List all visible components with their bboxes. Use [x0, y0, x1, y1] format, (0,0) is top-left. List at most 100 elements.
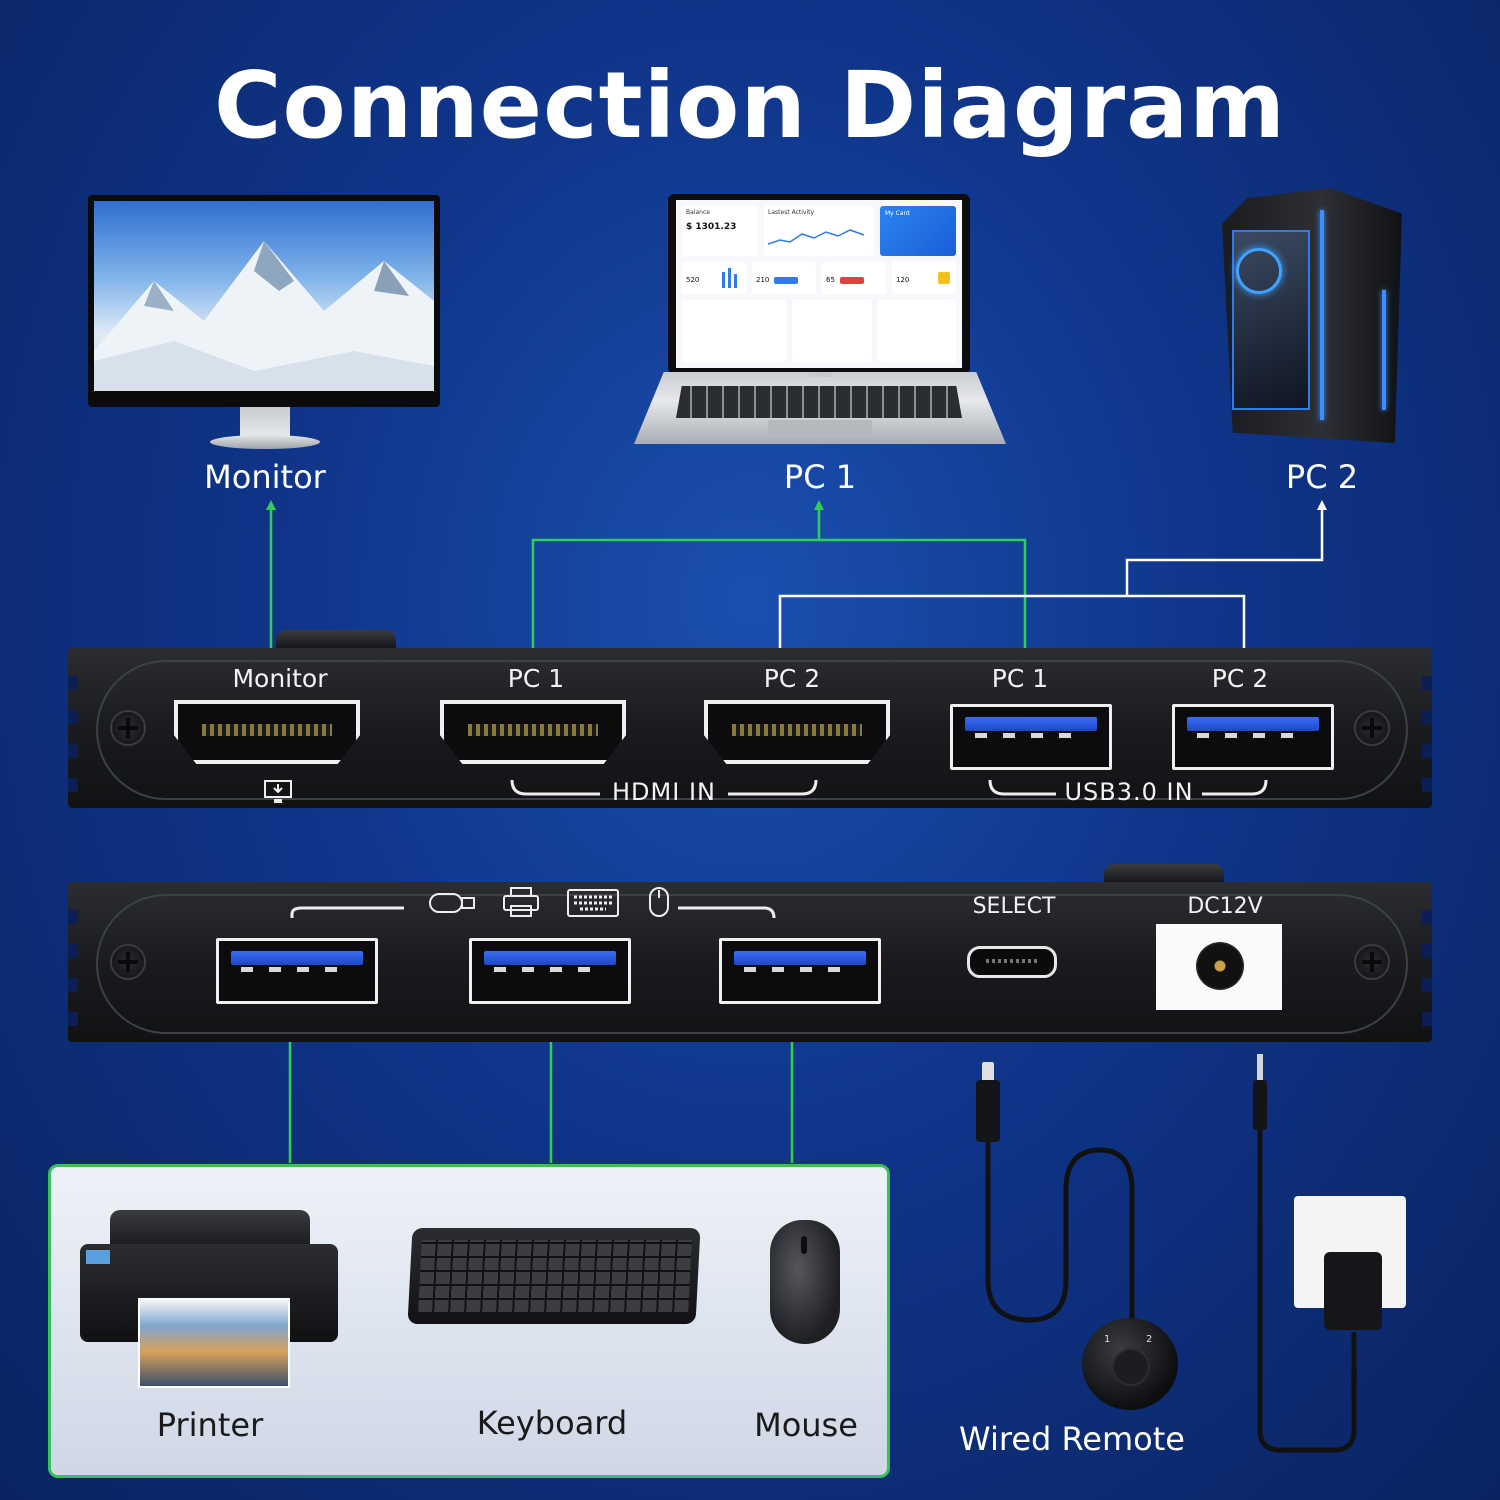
invoice-bar-icon — [722, 272, 725, 288]
top-panel-knob — [276, 630, 396, 648]
panel-fin — [1422, 1012, 1432, 1026]
invoice-unpaid-card: 65 — [822, 262, 886, 294]
invoice-total: 520 — [686, 276, 700, 284]
sent-icon — [938, 272, 950, 284]
panel-fin — [1422, 710, 1432, 724]
port-label-usb-pc1: PC 1 — [991, 664, 1049, 693]
my-card-label: My Card — [885, 210, 910, 217]
dc-power-jack[interactable] — [1156, 924, 1282, 1010]
mouse-icon — [649, 887, 669, 917]
panel-fin — [68, 1012, 78, 1026]
invoice-sent: 120 — [896, 276, 910, 284]
keyboard-icon — [567, 889, 619, 917]
monitor-screen — [88, 195, 440, 407]
my-card: My Card — [880, 206, 956, 256]
invoice-sent-card: 120 — [892, 262, 956, 294]
tower-led-strip — [1320, 210, 1324, 420]
usb-stick-icon — [429, 893, 475, 913]
earnings-card — [792, 300, 872, 362]
panel-fin — [68, 978, 78, 992]
screw-icon — [1354, 710, 1390, 746]
panel-fin — [68, 676, 78, 690]
invoice-paid: 210 — [756, 276, 770, 284]
usb-in-label: USB3.0 IN — [1064, 778, 1194, 806]
monitor-label: Monitor — [204, 458, 326, 496]
usb-port-printer[interactable] — [216, 938, 378, 1004]
hdmi-port-monitor[interactable] — [174, 700, 360, 764]
hdmi-in-bracket — [510, 779, 818, 796]
mouse-label: Mouse — [754, 1406, 858, 1444]
activity-sparkline — [768, 229, 865, 245]
monitor-output-icon — [264, 780, 292, 803]
activity-card: Lastest Activity — [764, 206, 874, 256]
panel-fin — [68, 710, 78, 724]
pc2-usb-line — [1127, 594, 1249, 661]
panel-fin — [1422, 778, 1432, 792]
page-title: Connection Diagram — [213, 52, 1287, 159]
monitor-neck — [240, 407, 290, 437]
printer-label: Printer — [156, 1406, 264, 1444]
laptop-trackpad — [768, 420, 872, 436]
port-label-usb-pc2: PC 2 — [1211, 664, 1269, 693]
mountain-image — [94, 241, 434, 391]
panel-fin — [68, 910, 78, 924]
pc1-label: PC 1 — [783, 458, 857, 496]
panel-fin — [1422, 676, 1432, 690]
activity-label: Lastest Activity — [768, 209, 815, 216]
hdmi-in-label: HDMI IN — [612, 778, 716, 806]
transactions-card — [682, 300, 786, 362]
input-panel-face — [96, 660, 1408, 800]
invoice-unpaid: 65 — [826, 276, 835, 284]
pc2-label: PC 2 — [1285, 458, 1359, 496]
panel-fin — [68, 944, 78, 958]
invoice-bar-icon — [734, 274, 737, 288]
select-port[interactable] — [967, 946, 1057, 978]
panel-fin — [68, 778, 78, 792]
panel-fin — [1422, 978, 1432, 992]
panel-fin — [1422, 744, 1432, 758]
usb-port-mouse[interactable] — [719, 938, 881, 1004]
bottom-panel-knob — [1104, 864, 1224, 882]
peripheral-icon-bracket — [290, 906, 776, 919]
usb-in-bracket — [988, 779, 1268, 796]
laptop-screen: Balance $ 1301.23 Lastest Activity My Ca… — [676, 200, 962, 368]
printer-display — [86, 1250, 110, 1264]
balance-card: Balance $ 1301.23 — [682, 206, 758, 256]
printer-icon — [503, 887, 539, 917]
unpaid-badge — [840, 277, 864, 284]
screw-icon — [110, 944, 146, 980]
screw-icon — [1354, 944, 1390, 980]
laptop-keyboard — [676, 386, 962, 418]
printer-top — [110, 1210, 310, 1246]
dc-label: DC12V — [1187, 894, 1263, 919]
usb-port-pc2[interactable] — [1172, 704, 1334, 770]
balance-label: Balance — [686, 209, 710, 216]
mountain-wallpaper — [94, 201, 434, 391]
balance-value: $ 1301.23 — [686, 222, 737, 232]
pc2-hdmi-line — [775, 594, 1127, 661]
friends-card — [878, 300, 956, 362]
tower-fan-icon — [1236, 248, 1282, 294]
port-label-hdmi-pc1: PC 1 — [507, 664, 565, 693]
remote-button-2-label: 2 — [1146, 1334, 1153, 1345]
remote-button-1-label: 1 — [1104, 1334, 1111, 1345]
pc1-bus-line — [528, 500, 824, 661]
power-cable — [1253, 1054, 1357, 1453]
usb-port-pc1[interactable] — [950, 704, 1112, 770]
panel-fin — [1422, 910, 1432, 924]
select-label: SELECT — [972, 894, 1056, 919]
port-label-monitor: Monitor — [232, 664, 328, 693]
hdmi-port-pc1[interactable] — [440, 700, 626, 764]
panel-fin — [1422, 944, 1432, 958]
invoice-bar-icon — [728, 268, 731, 288]
hdmi-port-pc2[interactable] — [704, 700, 890, 764]
monitor-stand — [210, 435, 320, 449]
panel-fin — [68, 744, 78, 758]
port-label-hdmi-pc2: PC 2 — [763, 664, 821, 693]
usb-port-keyboard[interactable] — [469, 938, 631, 1004]
remote-button[interactable] — [1112, 1348, 1150, 1386]
printed-photo — [138, 1298, 290, 1388]
mouse-wheel — [801, 1236, 807, 1254]
screw-icon — [110, 710, 146, 746]
